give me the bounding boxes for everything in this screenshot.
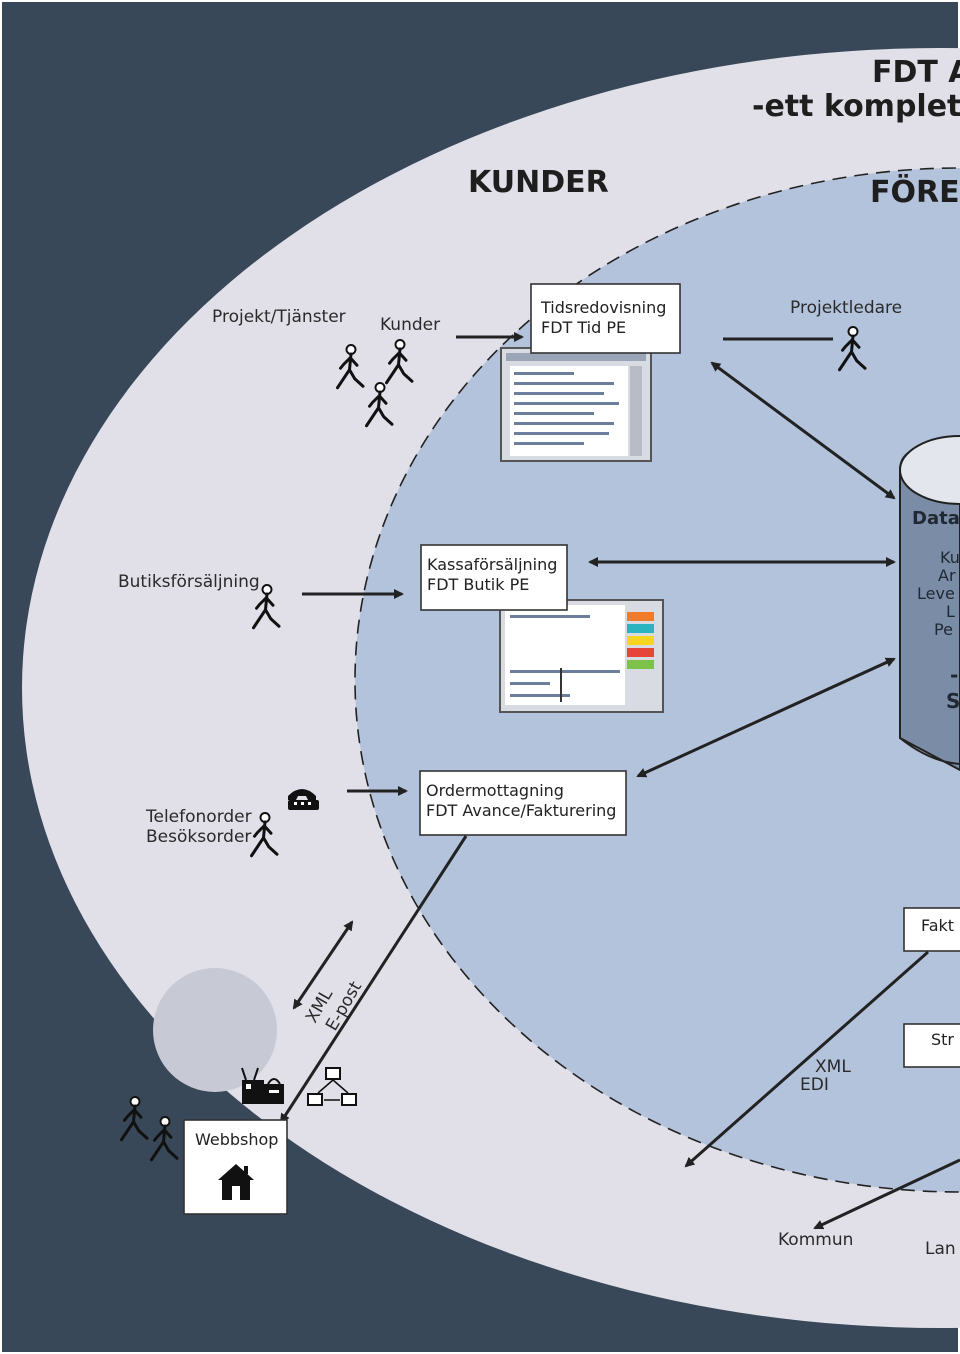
- label-xml-edi-2: EDI: [800, 1075, 829, 1095]
- screenshot-butik: [499, 599, 664, 713]
- arrow-order-to-webbshop: [279, 835, 468, 1124]
- telephone-icon: [288, 789, 319, 810]
- box-str-label: Str: [931, 1030, 954, 1049]
- network-icon: [307, 1067, 357, 1106]
- database-item: Ar: [938, 566, 956, 585]
- label-xml-edi-1: XML: [815, 1057, 851, 1077]
- diagram-title: FDT A: [872, 55, 960, 90]
- box-fakt[interactable]: Fakt: [903, 907, 960, 952]
- database-item: Ku: [940, 548, 960, 567]
- category-projekt: Projekt/Tjänster: [212, 307, 346, 327]
- box-kassa-line1: Kassaförsäljning: [427, 555, 557, 574]
- zone-title-customers: KUNDER: [468, 165, 609, 200]
- box-kassaforsaljning[interactable]: Kassaförsäljning FDT Butik PE: [420, 544, 568, 611]
- box-fakt-label: Fakt: [921, 916, 954, 935]
- label-lan: Lan: [925, 1239, 956, 1259]
- zone-title-company: FÖRE: [870, 173, 960, 210]
- webbshop-label: Webbshop: [195, 1130, 278, 1149]
- box-order-line2: FDT Avance/Fakturering: [426, 801, 616, 820]
- arrow-fakt-edi: [684, 950, 929, 1168]
- database-cylinder: [899, 435, 960, 772]
- category-besoksorder: Besöksorder: [146, 827, 251, 847]
- database-footer-2: S: [946, 689, 960, 713]
- arrow-tid-database: [710, 361, 896, 500]
- database-footer-1: -: [950, 663, 958, 687]
- box-order-line1: Ordermottagning: [426, 781, 564, 800]
- actor-kunder: Kunder: [380, 315, 440, 335]
- box-tid-line1: Tidsredovisning: [540, 298, 666, 317]
- label-kommun: Kommun: [778, 1230, 853, 1250]
- database-title: Data: [912, 508, 960, 529]
- box-kassa-line2: FDT Butik PE: [427, 575, 529, 594]
- box-tidsredovisning[interactable]: Tidsredovisning FDT Tid PE: [530, 283, 681, 354]
- arrow-to-kommun: [813, 1158, 960, 1230]
- shadow-blob: [153, 968, 277, 1092]
- box-str[interactable]: Str: [903, 1023, 960, 1068]
- box-ordermottagning[interactable]: Ordermottagning FDT Avance/Fakturering: [419, 770, 627, 836]
- database-item: Pe: [934, 620, 953, 639]
- box-tid-line2: FDT Tid PE: [541, 318, 626, 337]
- database-item: L: [946, 602, 955, 621]
- shopping-icon: [241, 1067, 284, 1104]
- diagram-subtitle: -ett komplett: [752, 89, 960, 124]
- screenshot-tid: [500, 347, 652, 462]
- category-butik: Butiksförsäljning: [118, 572, 260, 592]
- database-item: Leve: [917, 584, 955, 603]
- category-telefonorder: Telefonorder: [145, 807, 252, 827]
- role-projektledare: Projektledare: [790, 298, 902, 318]
- box-webbshop[interactable]: Webbshop: [183, 1119, 288, 1215]
- house-icon: [218, 1164, 254, 1200]
- arrow-xml-epost: [292, 920, 354, 1010]
- arrow-order-database: [636, 657, 896, 778]
